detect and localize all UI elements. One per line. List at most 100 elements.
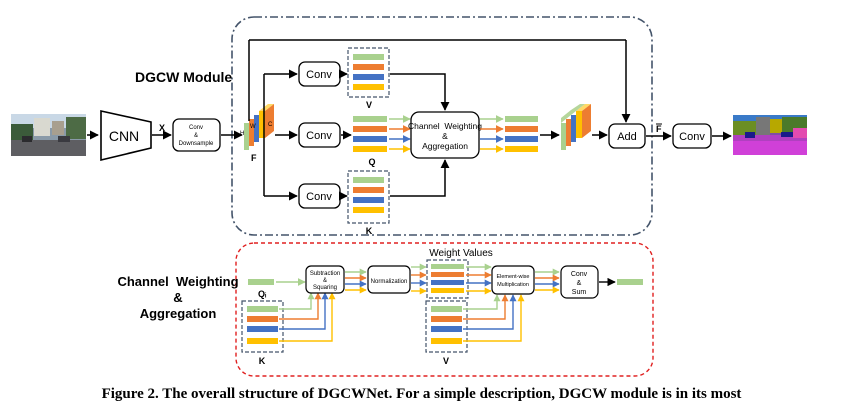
- qi-label: Qᵢ: [258, 289, 267, 299]
- k-detail-blue: [247, 326, 278, 332]
- cwa-output-bar: [617, 279, 643, 285]
- cnn-label: CNN: [109, 128, 139, 144]
- arrow-v-yellow-to-ew: [463, 294, 525, 342]
- wv-yellow: [431, 288, 464, 293]
- conv-downsample-line2: &: [194, 133, 198, 139]
- sub-square-line3: Squaring: [313, 285, 337, 291]
- conv-v-label: Conv: [306, 69, 332, 81]
- cnn-block: [100, 110, 152, 162]
- v-detail-label: V: [443, 356, 449, 366]
- module-title: DGCW Module: [135, 69, 232, 85]
- v-channel-green: [353, 54, 384, 60]
- conv-downsample-line3: Downsample: [179, 141, 214, 147]
- f-label: F: [251, 153, 257, 163]
- arrow-v-orange-to-ew: [463, 294, 509, 320]
- qi-bar: [248, 279, 274, 285]
- arrow-k-orange-to-sub: [279, 292, 322, 320]
- k-detail-green: [247, 306, 278, 312]
- arrow-k-blue-to-sub: [279, 292, 329, 330]
- conv-downsample-box: [172, 118, 221, 152]
- feature-map-f: [244, 104, 274, 150]
- channel-weighting-box: [410, 111, 480, 159]
- c-label: C: [268, 122, 273, 128]
- k-label: K: [366, 226, 373, 236]
- k-detail-box: [241, 300, 284, 353]
- k-channel-orange: [353, 187, 384, 193]
- channel-weighting-line2: &: [442, 131, 448, 141]
- final-conv-label: Conv: [679, 131, 705, 143]
- v-stack-box: [347, 47, 390, 98]
- add-label: Add: [617, 131, 637, 143]
- cwa-title-line1: Channel Weighting: [117, 274, 238, 289]
- conv-q-label: Conv: [306, 130, 332, 142]
- v-channel-yellow: [353, 84, 384, 90]
- q-channel-green: [353, 116, 387, 122]
- q-channel-blue: [353, 136, 387, 142]
- segmentation-output-image: [733, 115, 807, 155]
- k-channel-yellow: [353, 207, 384, 213]
- fbar-label: F: [656, 124, 662, 134]
- out-channel-yellow: [505, 146, 538, 152]
- cwa-title-line3: Aggregation: [140, 306, 217, 321]
- wv-orange: [431, 272, 464, 277]
- arrow-k-green-to-sub: [279, 292, 315, 310]
- v-detail-yellow: [431, 338, 462, 344]
- elementwise-line1: Element-wise: [496, 274, 529, 280]
- cwa-title-line2: &: [173, 290, 182, 305]
- k-detail-label: K: [259, 356, 266, 366]
- normalization-label: Normalization: [371, 279, 408, 285]
- v-detail-orange: [431, 316, 462, 322]
- k-detail-orange: [247, 316, 278, 322]
- conv-sum-line2: &: [577, 280, 582, 287]
- q-channel-yellow: [353, 146, 387, 152]
- v-channel-blue: [353, 74, 384, 80]
- channel-weighting-line1: Channel Weighting: [408, 121, 482, 131]
- out-channel-green: [505, 116, 538, 122]
- k-detail-yellow: [247, 338, 278, 344]
- sub-square-line1: Subtraction: [310, 271, 340, 277]
- add-box: [608, 123, 646, 149]
- q-channel-orange: [353, 126, 387, 132]
- v-channel-orange: [353, 64, 384, 70]
- conv-sum-box: [560, 265, 599, 299]
- elementwise-box: [491, 265, 535, 295]
- v-detail-box: [425, 300, 468, 353]
- cwa-module-border: [235, 242, 654, 377]
- wv-green: [431, 264, 464, 269]
- output-feature-map: [561, 104, 591, 150]
- v-detail-green: [431, 306, 462, 312]
- weight-values-box: [426, 259, 469, 299]
- wv-blue: [431, 280, 464, 285]
- out-channel-orange: [505, 126, 538, 132]
- out-channel-blue: [505, 136, 538, 142]
- conv-downsample-line1: Conv: [189, 125, 203, 131]
- figure-caption: Figure 2. The overall structure of DGCWN…: [101, 386, 742, 402]
- conv-q-box: [298, 122, 341, 148]
- arrow-v-to-cwa: [390, 73, 450, 111]
- normalization-box: [367, 265, 411, 294]
- arrow-k-to-cwa: [390, 159, 450, 197]
- h-label: H: [240, 131, 244, 137]
- x-label: X: [159, 123, 165, 133]
- conv-sum-line3: Sum: [572, 289, 587, 296]
- sub-square-line2: &: [323, 278, 327, 284]
- k-channel-green: [353, 177, 384, 183]
- input-street-image: [11, 114, 86, 156]
- arrow-k-yellow-to-sub: [279, 292, 336, 342]
- arrow-v-green-to-ew: [463, 294, 501, 310]
- channel-weighting-line3: Aggregation: [422, 141, 468, 151]
- dgcw-module-border: [231, 16, 653, 236]
- v-detail-blue: [431, 326, 462, 332]
- final-conv-box: [672, 123, 712, 149]
- conv-sum-line1: Conv: [571, 271, 588, 278]
- w-label: W: [250, 124, 256, 130]
- q-label: Q: [368, 157, 375, 167]
- elementwise-line2: Multiplication: [497, 282, 529, 288]
- sub-square-box: [305, 265, 345, 294]
- weight-values-label: Weight Values: [429, 248, 493, 259]
- conv-k-label: Conv: [306, 191, 332, 203]
- v-label: V: [366, 100, 372, 110]
- k-channel-blue: [353, 197, 384, 203]
- arrow-v-blue-to-ew: [463, 294, 517, 330]
